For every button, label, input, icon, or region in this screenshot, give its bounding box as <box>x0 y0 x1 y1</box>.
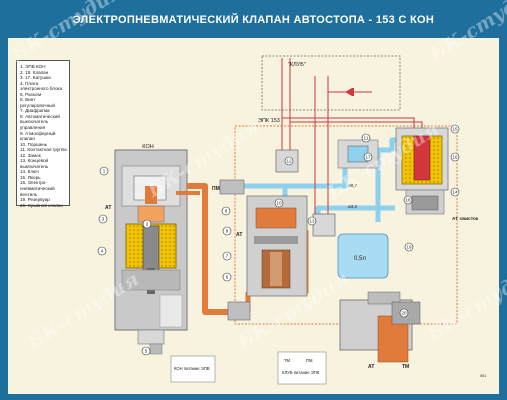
callout-circle <box>450 124 460 134</box>
callout-circle <box>307 216 317 226</box>
klub-supply-label: КЛУБ питание ЭПК <box>282 370 320 375</box>
legend-item: 12. Замок <box>20 152 41 158</box>
limit-switch <box>312 213 336 237</box>
callout-number: 4 <box>101 249 104 254</box>
callout-circle <box>403 195 413 205</box>
diaphragm <box>254 236 298 244</box>
diameter-07: ø0,7 <box>348 183 358 188</box>
kon-supply-box <box>170 355 216 383</box>
callout-number: 13 <box>309 219 315 224</box>
callout-number: 5 <box>145 349 148 354</box>
callout-circle <box>361 133 371 143</box>
callout-number: 16 <box>452 155 458 160</box>
callout-circle <box>450 187 460 197</box>
callout-number: 1 <box>103 169 106 174</box>
at-label-break: АТ <box>368 364 374 370</box>
callout-circle <box>399 308 409 318</box>
klub-diode <box>345 88 352 96</box>
callout-number: 11 <box>364 136 369 141</box>
callout-circle <box>99 166 109 176</box>
callout-number: 7 <box>226 254 229 259</box>
callout-circle <box>222 272 232 282</box>
atmospheric-valve <box>255 207 297 229</box>
main-orange-pipe <box>187 183 228 315</box>
callout-circle <box>284 156 294 166</box>
diameter-32: ø3,2 <box>348 204 358 209</box>
legend-item: 4. Плата электронного блока <box>20 80 63 92</box>
callout-number: 2 <box>146 222 149 227</box>
callout-number: 6 <box>226 275 229 280</box>
whistle-valve <box>411 195 439 211</box>
legend-item: 11. Контактная группа <box>20 147 67 153</box>
legend-item: 13. Концевой выключатель <box>20 158 49 169</box>
callout-circle <box>221 206 231 216</box>
pm-label-supply: ПМ <box>306 358 313 363</box>
callout-number: 12 <box>286 159 292 164</box>
callout-number: 3 <box>102 217 105 222</box>
mark-label: ЛК1 <box>480 374 486 378</box>
epk-label: ЭПК 153 <box>258 118 280 124</box>
callout-number: 18 <box>405 198 411 203</box>
callout-circle <box>142 219 152 229</box>
callout-circle <box>141 346 151 356</box>
kon-label: КОН <box>142 144 153 150</box>
legend-item: 1. ЭПВ КОН <box>20 64 46 69</box>
callout-circle <box>222 226 232 236</box>
callout-number: 19 <box>406 245 412 250</box>
kon-supply-label: КОН питание ЭПВ <box>174 366 210 371</box>
legend-item: 3. 17. Катушка <box>20 75 51 81</box>
callout-circle <box>274 198 284 208</box>
klub-label: "КЛУБ" <box>288 62 306 68</box>
legend-item: 14. Ключ <box>20 169 39 175</box>
at-label-kon: АТ <box>105 205 111 211</box>
legend-item: 20. Срывной клапан <box>20 202 64 208</box>
adjustment-spring <box>261 249 291 289</box>
tm-label-supply: ТМ <box>284 358 291 363</box>
break-valve-assembly: АТ ТМ <box>339 291 421 370</box>
callout-circle <box>363 152 373 162</box>
callout-circle <box>98 214 108 224</box>
at-svistok-label: АТ свисток <box>452 216 479 222</box>
callout-number: 10 <box>276 201 282 206</box>
callout-number: 9 <box>226 229 229 234</box>
tm-label-break: ТМ <box>402 364 409 370</box>
callout-number: 15 <box>452 127 458 132</box>
pm-label: ПМ <box>212 186 220 192</box>
reservoir-19 <box>337 233 389 279</box>
legend-item: 8. Автоматический выключатель управления <box>20 113 60 131</box>
legend-item: 2. 18. Клапан <box>20 69 49 75</box>
callout-circle <box>450 152 460 162</box>
callout-circle <box>97 246 107 256</box>
legend-item: 6. Винт регулировочный <box>20 97 55 108</box>
epk-armature <box>413 135 431 181</box>
legend-item: 7. Диафрагма <box>20 108 50 114</box>
tm-port <box>227 301 251 321</box>
kon-connector <box>137 329 165 345</box>
klub-supply-box <box>277 351 327 385</box>
reservoir-label: 0,5л <box>354 256 366 262</box>
legend-item: 19. Резервуар <box>20 197 50 203</box>
legend-item: 9. Атмосферный клапан <box>20 130 56 142</box>
legend-item: 16. Электро-пневматический вентиль <box>20 180 55 197</box>
at-label-epk: АТ <box>236 232 242 238</box>
legend-item: 10. Поршень <box>20 141 48 147</box>
callout-circle <box>404 242 414 252</box>
callout-number: 8 <box>225 209 228 214</box>
pm-port <box>219 179 245 195</box>
callout-number: 14 <box>452 190 458 195</box>
callout-circle <box>222 251 232 261</box>
callout-number: 17 <box>365 155 371 160</box>
legend-item: 5. Разъем <box>20 91 42 97</box>
kon-assembly: КОН АТ <box>105 144 188 355</box>
epk-assembly: ЭПК 153 "КЛУБ" <box>212 55 479 325</box>
poster-title: ЭЛЕКТРОПНЕВМАТИЧЕСКИЙ КЛАПАН АВТОСТОПА -… <box>72 14 435 26</box>
klub-block <box>261 55 401 111</box>
callout-number: 20 <box>401 311 407 316</box>
legend-item: 15. Якорь <box>20 174 41 180</box>
